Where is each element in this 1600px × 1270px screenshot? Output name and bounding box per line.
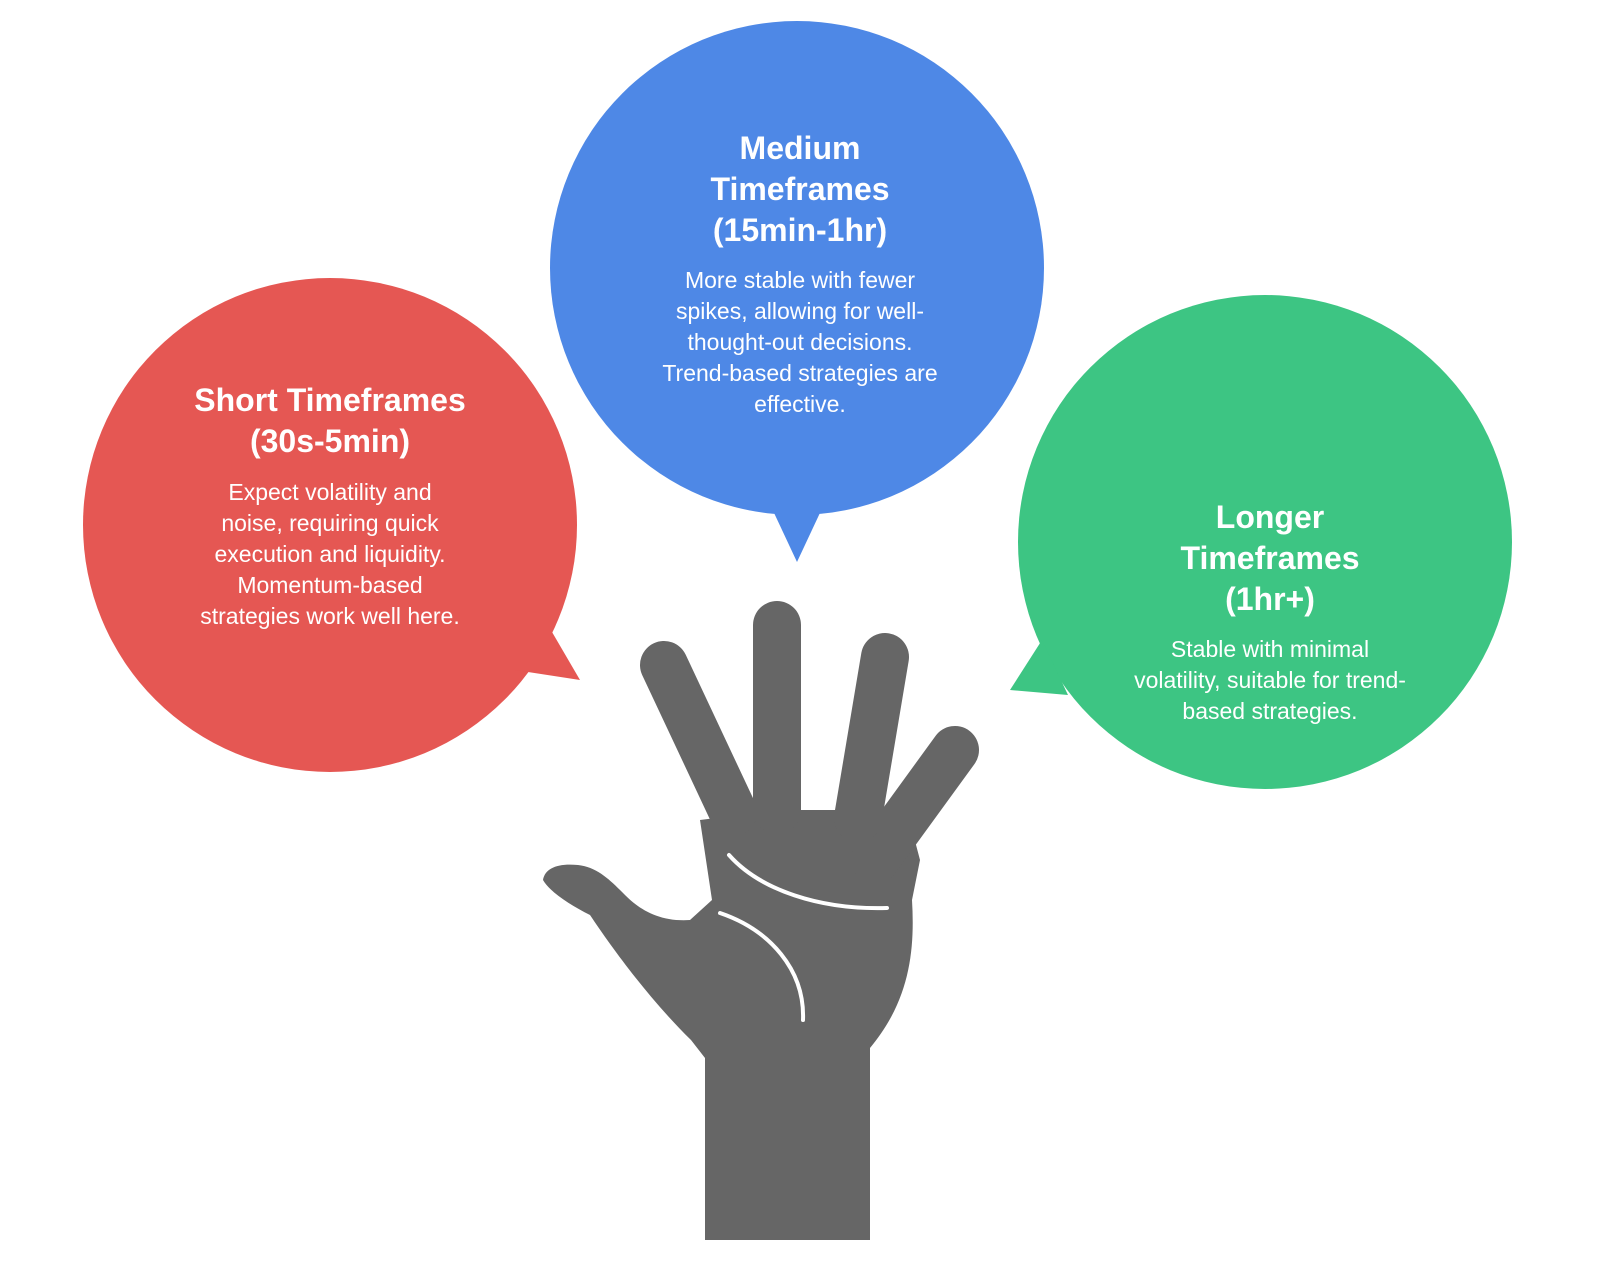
bubble-short-title: Short Timeframes (30s-5min) bbox=[194, 382, 466, 459]
bubble-short-tail bbox=[515, 620, 580, 680]
hand-index-finger bbox=[640, 641, 757, 836]
bubble-short-description: Expect volatility and noise, requiring q… bbox=[200, 479, 460, 629]
hand-ring-finger bbox=[834, 633, 909, 842]
bubble-long-description: Stable with minimal volatility, suitable… bbox=[1134, 636, 1406, 724]
bubble-medium-circle bbox=[550, 21, 1044, 515]
bubble-medium-text: Medium Timeframes (15min-1hr) More stabl… bbox=[640, 128, 960, 420]
bubble-medium-tail bbox=[768, 500, 826, 562]
bubble-long-tail bbox=[1010, 640, 1068, 695]
hand-pinky-finger bbox=[851, 726, 979, 884]
bubble-medium bbox=[550, 21, 1044, 562]
bubble-medium-title: Medium Timeframes (15min-1hr) bbox=[710, 130, 890, 248]
bubble-short bbox=[83, 278, 580, 772]
bubble-long-text: Longer Timeframes (1hr+) Stable with min… bbox=[1110, 497, 1430, 727]
bubble-medium-description: More stable with fewer spikes, allowing … bbox=[662, 267, 938, 417]
hand-palm bbox=[543, 810, 920, 1240]
bubble-long bbox=[1010, 295, 1512, 789]
bubble-long-circle bbox=[1018, 295, 1512, 789]
palm-line-life bbox=[718, 911, 806, 1022]
palm-line-heart bbox=[727, 853, 889, 911]
bubble-long-title: Longer Timeframes (1hr+) bbox=[1180, 499, 1360, 617]
raised-hand-icon bbox=[543, 601, 979, 1240]
bubble-short-circle bbox=[83, 278, 577, 772]
bubble-short-text: Short Timeframes (30s-5min) Expect volat… bbox=[170, 380, 490, 632]
